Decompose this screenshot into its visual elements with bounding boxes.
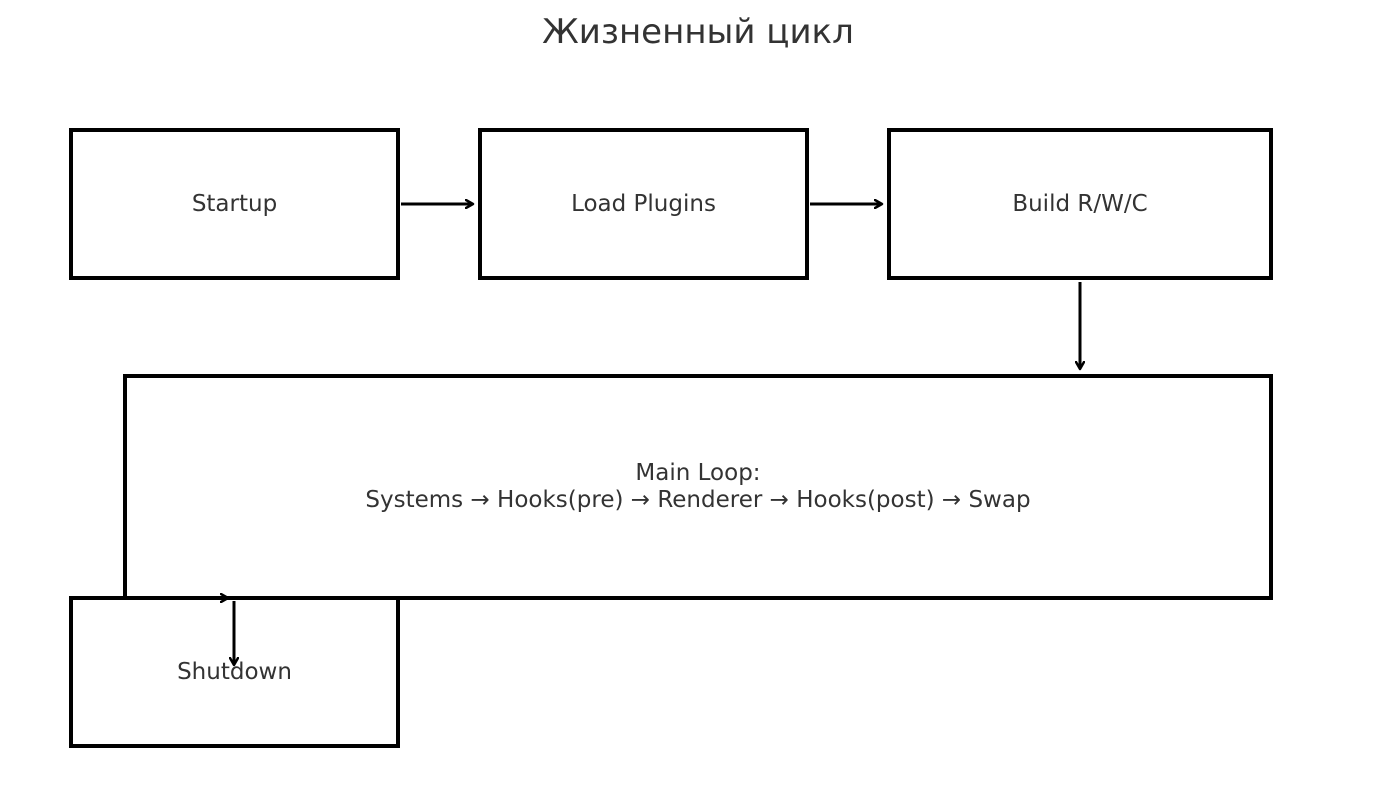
build-node: Build R/W/C — [887, 128, 1273, 280]
startup-label: Startup — [191, 190, 278, 217]
shutdown-label: Shutdown — [177, 658, 292, 685]
load-plugins-label: Load Plugins — [571, 190, 716, 217]
build-label: Build R/W/C — [1012, 190, 1148, 217]
main-loop-node: Main Loop: Systems → Hooks(pre) → Render… — [123, 374, 1273, 600]
diagram-title: Жизненный цикл — [542, 12, 854, 52]
load-plugins-node: Load Plugins — [478, 128, 809, 280]
main-loop-label: Main Loop: Systems → Hooks(pre) → Render… — [365, 460, 1030, 514]
main-loop-steps: Systems → Hooks(pre) → Renderer → Hooks(… — [365, 487, 1031, 513]
shutdown-node: Shutdown — [69, 596, 400, 748]
main-loop-title: Main Loop: — [635, 460, 761, 486]
startup-node: Startup — [69, 128, 400, 280]
